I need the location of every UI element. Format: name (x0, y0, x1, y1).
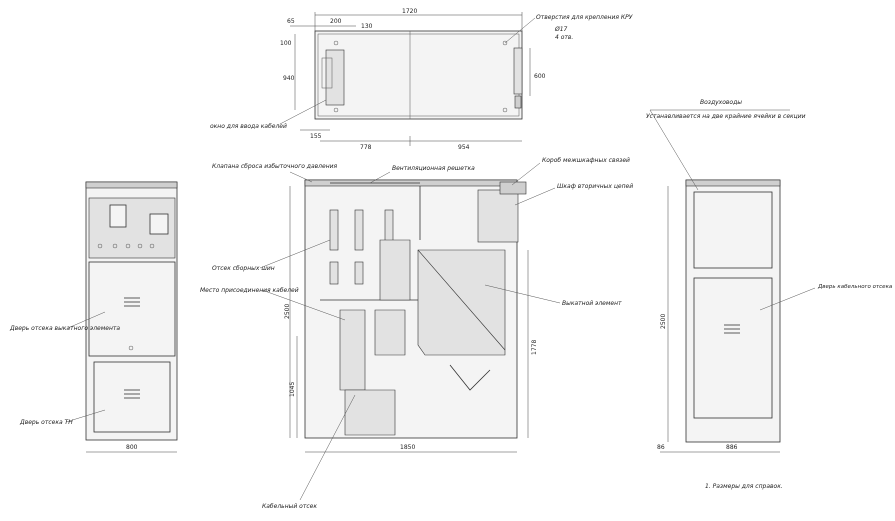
earthing-switch (449, 364, 491, 391)
dim-800: 800 (126, 444, 138, 451)
control-buttons (97, 243, 155, 249)
leader-secondary-box (514, 187, 556, 206)
label-cable-door: Дверь кабельного отсека (817, 284, 893, 290)
dim-1720: 1720 (402, 8, 417, 15)
front-top-cap (85, 181, 178, 189)
label-door-withdrawable: Дверь отсека выкатного элемента (9, 325, 120, 332)
label-relief-valve: Клапана сброса избыточного давления (212, 163, 338, 170)
dim-200: 200 (330, 18, 342, 25)
label-busbar-duct: Короб межшкафных связей (542, 157, 630, 164)
leader-door-vt (65, 409, 106, 423)
label-busbar-comp: Отсек сборных шин (212, 265, 275, 272)
button-3 (125, 243, 131, 249)
vent-slots-2 (124, 389, 140, 399)
withdrawable-diag (417, 249, 506, 351)
dim-130: 130 (361, 23, 373, 30)
meter-unit (149, 213, 169, 235)
leader-relief-valve (289, 171, 313, 183)
busbar-link (379, 239, 411, 301)
dim-2500-section: 2500 (284, 304, 291, 319)
button-2 (112, 243, 118, 249)
dim-100: 100 (280, 40, 292, 47)
leader-busbar-duct (511, 162, 541, 186)
door-withdrawable (88, 261, 176, 357)
fix-hole-1 (333, 40, 339, 46)
front-view: 800 Дверь отсека выкатного элемента Двер… (9, 181, 178, 453)
top-view: 1720 65 200 130 100 940 600 155 778 954 … (210, 8, 633, 151)
dim-86: 86 (657, 444, 665, 451)
rear-vent-slots (724, 324, 740, 334)
secondary-box (477, 189, 519, 243)
dim-2500-rear: 2500 (660, 314, 667, 329)
dim-778: 778 (360, 144, 372, 151)
display-unit (109, 204, 127, 228)
fix-hole-2 (502, 40, 508, 46)
door-vt (93, 361, 171, 433)
note-hole-count: 4 отв. (555, 34, 573, 41)
leader-fix-holes (504, 17, 536, 44)
insulator-5 (354, 261, 364, 285)
rear-top-cap (685, 179, 781, 187)
label-door-vt: Дверь отсека ТН (19, 419, 73, 426)
leader-air-duct (649, 109, 699, 191)
label-current-conn: Место присоединения кабелей (200, 287, 299, 294)
dim-886: 886 (726, 444, 738, 451)
leader-withdrawable (484, 284, 561, 304)
air-duct-panel (693, 191, 773, 269)
cable-window (325, 49, 345, 106)
busbar-duct (499, 181, 527, 195)
leader-current-conn (261, 289, 346, 321)
rear-view: 2500 86 886 Воздуховоды Устанавливается … (646, 99, 893, 453)
note-hole-size: Ø17 (554, 26, 568, 33)
dim-65: 65 (287, 18, 295, 25)
rear-fixture (514, 95, 522, 109)
dim-1045: 1045 (289, 382, 296, 397)
leader-cable-door (759, 287, 816, 311)
leader-vent-grille (369, 171, 391, 184)
door-handle-1 (128, 345, 134, 351)
label-secondary-box: Шкаф вторичных цепей (557, 183, 633, 190)
withdrawable-element (417, 249, 506, 356)
cable-door (693, 277, 773, 419)
fix-hole-4 (502, 107, 508, 113)
cable-connection (339, 309, 366, 391)
button-5 (149, 243, 155, 249)
button-4 (137, 243, 143, 249)
label-vent-grille: Вентиляционная решетка (392, 165, 475, 172)
dim-155: 155 (310, 133, 322, 140)
label-cable-comp: Кабельный отсек (262, 503, 317, 510)
leader-cable-comp (299, 394, 356, 501)
button-1 (97, 243, 103, 249)
dim-600: 600 (534, 73, 546, 80)
footnote: 1. Размеры для справок. (705, 483, 783, 490)
fix-hole-3 (333, 107, 339, 113)
insulator-4 (329, 261, 339, 285)
leader-door-withdrawable (67, 311, 106, 329)
note-cable-window: окно для ввода кабелей (210, 123, 287, 130)
ct-block (374, 309, 406, 356)
dim-1850: 1850 (400, 444, 415, 451)
dim-954: 954 (458, 144, 470, 151)
label-air-duct: Воздуховоды (700, 99, 742, 106)
leader-busbar-comp (259, 239, 331, 269)
dim-1778: 1778 (531, 340, 538, 355)
label-withdrawable: Выкатной элемент (562, 300, 622, 307)
note-fixing-holes: Отверстия для крепления КРУ (536, 14, 633, 21)
label-air-duct-note: Устанавливается на две крайние ячейки в … (646, 113, 806, 120)
busbar-compartment (329, 209, 394, 285)
dim-940: 940 (283, 75, 295, 82)
cable-window-flange (321, 57, 333, 89)
insulator-2 (354, 209, 364, 251)
vent-slots-1 (124, 297, 140, 307)
leader-cable-window (279, 99, 327, 125)
section-view: 2500 1045 1778 1850 Клапана сброса избыт… (200, 157, 633, 510)
cable-compartment (344, 389, 396, 436)
rear-flange (513, 47, 523, 95)
insulator-1 (329, 209, 339, 251)
top-view-outline (314, 30, 523, 120)
